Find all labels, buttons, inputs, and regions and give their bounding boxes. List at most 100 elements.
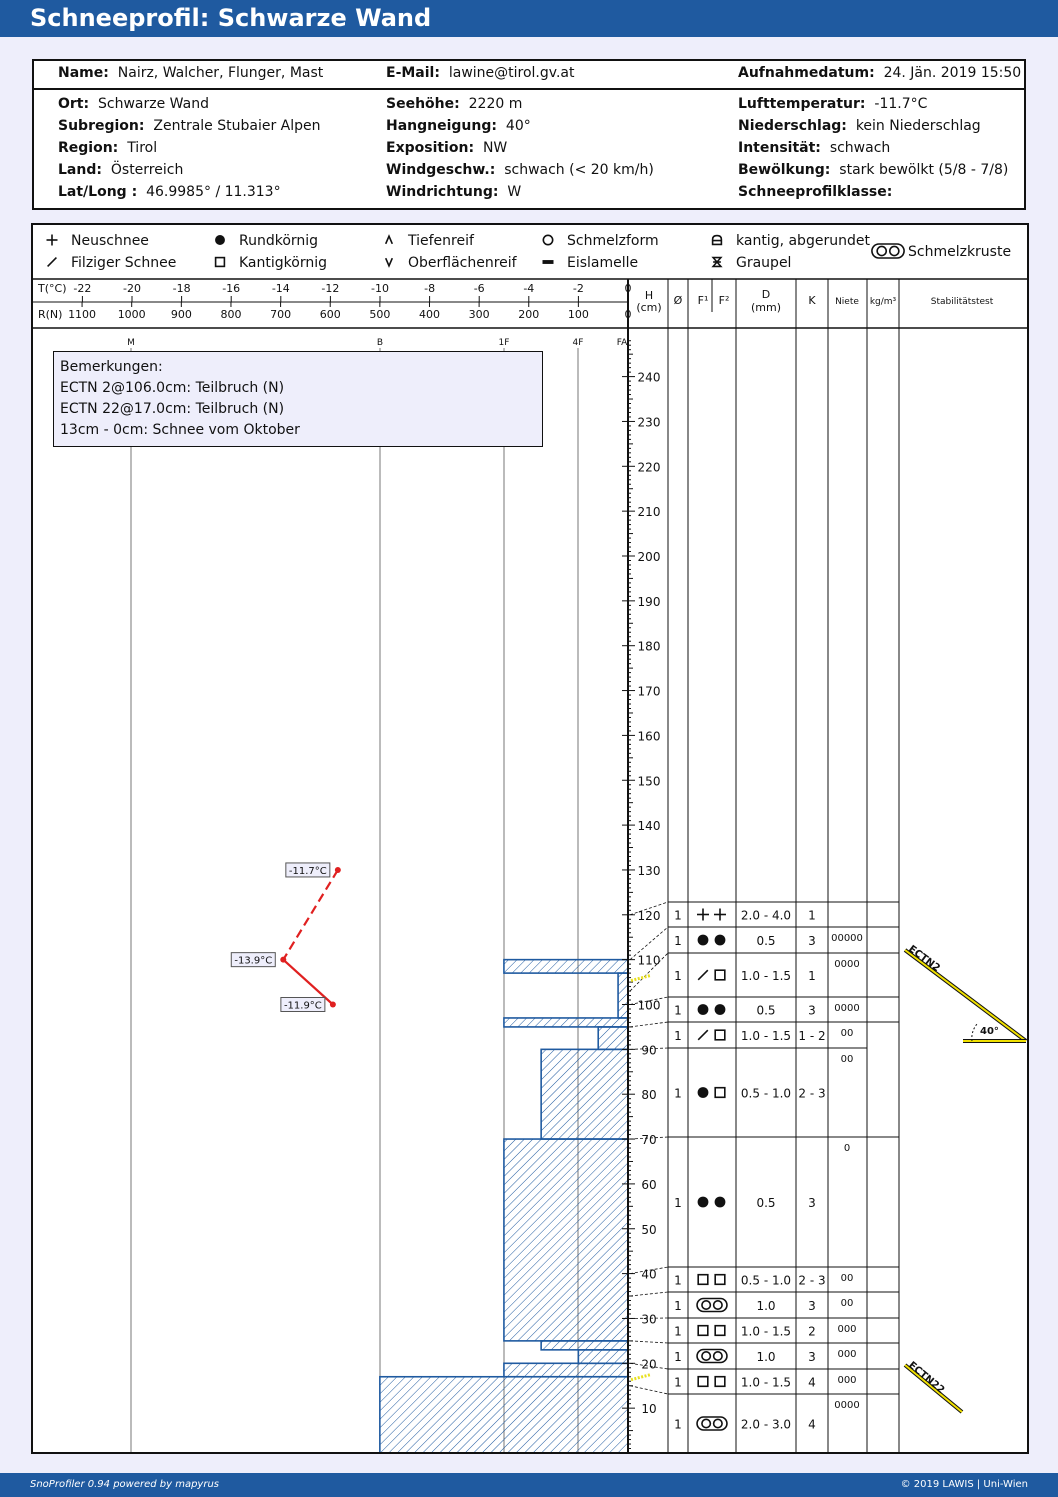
crust-circle bbox=[712, 1350, 723, 1362]
crust-circle bbox=[888, 245, 900, 257]
field-windrichtung: Windrichtung: W bbox=[386, 184, 521, 200]
bar-shape bbox=[542, 260, 554, 264]
square-icon bbox=[697, 1324, 709, 1337]
footer-credit: SnoProfiler 0.94 powered by mapyrus bbox=[30, 1479, 220, 1490]
title-bar: Schneeprofil: Schwarze Wand bbox=[0, 0, 1058, 37]
temp-tick-label: -10 bbox=[371, 282, 389, 295]
field-lufttemperatur-label: Lufttemperatur: bbox=[738, 96, 866, 112]
field-ort: Ort: Schwarze Wand bbox=[58, 96, 209, 112]
stability-test-line-core bbox=[904, 949, 1027, 1042]
temperature-label-box bbox=[285, 862, 331, 878]
dot-icon bbox=[697, 1087, 709, 1098]
layer-phi: 1 bbox=[674, 1325, 682, 1339]
crust-outline bbox=[696, 1416, 728, 1431]
hardness-bar bbox=[503, 1138, 629, 1342]
hourglass-shape bbox=[711, 256, 723, 268]
column-head-d: D bbox=[762, 288, 770, 301]
field-latlong-value: 46.9985° / 11.313° bbox=[146, 184, 281, 200]
square-shape bbox=[714, 1086, 726, 1099]
res-tick-label: 800 bbox=[220, 308, 241, 321]
field-niederschlag: Niederschlag: kein Niederschlag bbox=[738, 118, 981, 134]
square-icon bbox=[697, 1273, 709, 1286]
field-region-value: Tirol bbox=[127, 140, 158, 156]
field-windgeschw: Windgeschw.: schwach (< 20 km/h) bbox=[386, 162, 654, 178]
field-ort-value: Schwarze Wand bbox=[98, 96, 209, 112]
height-tick-label: 120 bbox=[638, 909, 661, 923]
dot-icon bbox=[697, 934, 709, 946]
column-head-niete: Niete bbox=[835, 297, 859, 307]
temp-tick-label: -18 bbox=[173, 282, 191, 295]
legend-label: Graupel bbox=[736, 255, 791, 271]
layer-niete: 000 bbox=[837, 1349, 856, 1360]
field-email-value: lawine@tirol.gv.at bbox=[448, 65, 575, 81]
stability-test-label: ECTN2 bbox=[906, 944, 942, 975]
layer-grain-size: 0.5 bbox=[756, 1196, 775, 1210]
field-bewoelkung-value: stark bewölkt (5/8 - 7/8) bbox=[839, 162, 1009, 178]
height-tick-label: 110 bbox=[638, 954, 661, 968]
layer-niete: 000 bbox=[837, 1324, 856, 1335]
layer-niete: 00 bbox=[841, 1054, 854, 1065]
square-shape bbox=[714, 1375, 726, 1388]
field-windrichtung-label: Windrichtung: bbox=[386, 184, 499, 200]
height-tick-label: 80 bbox=[641, 1088, 656, 1102]
crust-outline bbox=[696, 1348, 728, 1364]
crust-circle bbox=[712, 1418, 723, 1429]
dot-shape bbox=[697, 934, 709, 946]
layer-connector bbox=[629, 1021, 669, 1028]
layer-connector bbox=[629, 1385, 669, 1395]
layer-niete: 0000 bbox=[834, 1003, 859, 1014]
dot-shape bbox=[697, 1087, 709, 1098]
res-tick-label: 500 bbox=[369, 308, 390, 321]
hand-tick-label: M bbox=[127, 338, 135, 348]
hand-tick-label: 4F bbox=[573, 338, 584, 348]
field-region: Region: Tirol bbox=[58, 140, 157, 156]
footer: SnoProfiler 0.94 powered by mapyrus © 20… bbox=[0, 1473, 1058, 1497]
height-tick-label: 230 bbox=[638, 415, 661, 429]
temp-tick-label: -14 bbox=[272, 282, 290, 295]
layer-grain-size: 1.0 bbox=[756, 1350, 775, 1364]
legend-label: Oberflächenreif bbox=[408, 255, 518, 271]
square-icon bbox=[714, 1324, 726, 1337]
temperature-point bbox=[280, 956, 287, 963]
header-divider bbox=[34, 88, 1024, 90]
layer-hardness: 1 bbox=[808, 909, 816, 923]
layer-hardness: 3 bbox=[808, 934, 816, 948]
res-tick-label: 300 bbox=[469, 308, 490, 321]
field-date-value: 24. Jän. 2019 15:50 bbox=[883, 65, 1022, 81]
layer-connector bbox=[629, 1340, 669, 1344]
hand-tick-label: 1F bbox=[499, 338, 510, 348]
layer-connector bbox=[629, 1291, 669, 1297]
field-lufttemperatur: Lufttemperatur: -11.7°C bbox=[738, 96, 927, 112]
field-ort-label: Ort: bbox=[58, 96, 90, 112]
crust-circle bbox=[712, 1299, 723, 1311]
square-icon bbox=[714, 1273, 726, 1286]
field-exposition-value: NW bbox=[482, 140, 508, 156]
layer-niete: 00 bbox=[841, 1273, 854, 1284]
layer-phi: 1 bbox=[674, 1196, 682, 1210]
profile-frame bbox=[31, 223, 1029, 1454]
temperature-label: -11.7°C bbox=[289, 866, 327, 877]
caret-shape bbox=[384, 234, 394, 245]
slash-stroke bbox=[697, 969, 709, 981]
field-profilklasse: Schneeprofilklasse: bbox=[738, 184, 897, 200]
height-tick-label: 40 bbox=[641, 1268, 656, 1282]
height-tick-label: 200 bbox=[638, 550, 661, 564]
layer-phi: 1 bbox=[674, 969, 682, 983]
res-tick-label: 900 bbox=[171, 308, 192, 321]
footer-copyright: © 2019 LAWIS | Uni-Wien bbox=[900, 1479, 1028, 1490]
layer-grain-size: 1.0 - 1.5 bbox=[741, 1376, 791, 1390]
column-head-stab: Stabilitätstest bbox=[931, 297, 994, 307]
field-exposition-label: Exposition: bbox=[386, 140, 475, 156]
field-niederschlag-label: Niederschlag: bbox=[738, 118, 847, 134]
layer-hardness: 3 bbox=[808, 1299, 816, 1313]
hardness-bar bbox=[503, 1362, 629, 1378]
remark-line: 13cm - 0cm: Schnee vom Oktober bbox=[60, 422, 300, 438]
legend-label: Filziger Schnee bbox=[71, 255, 176, 271]
melt-crust-icon bbox=[696, 1348, 728, 1364]
field-latlong-label: Lat/Long : bbox=[58, 184, 138, 200]
field-date: Aufnahmedatum: 24. Jän. 2019 15:50 bbox=[738, 65, 1021, 81]
caret-up-icon bbox=[384, 234, 394, 245]
hand-tick-label: B bbox=[377, 338, 383, 348]
melt-crust-icon bbox=[696, 1416, 728, 1431]
